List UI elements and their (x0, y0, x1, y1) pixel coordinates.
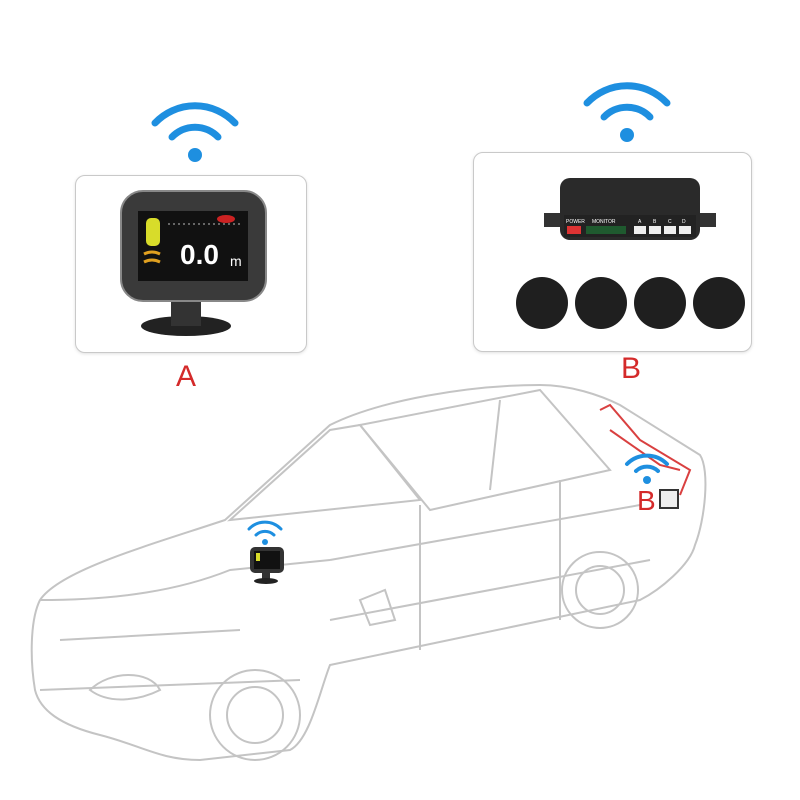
mirror (358, 588, 397, 627)
sensor (575, 277, 627, 329)
front-wheel (209, 669, 301, 761)
distance-unit: m (230, 253, 242, 269)
display-unit-panel: 0.0 m (75, 175, 307, 353)
side-windows (358, 388, 612, 512)
svg-text:C: C (668, 219, 672, 225)
hood-line (39, 559, 331, 601)
dashboard-display (250, 547, 284, 584)
distance-readout: 0.0 (180, 239, 219, 270)
wiring (599, 403, 692, 496)
sensor-kit-panel: POWER MONITOR A B C D (473, 152, 752, 352)
bumper (39, 629, 301, 691)
wifi-icon (625, 453, 669, 484)
svg-text:B: B (653, 219, 657, 225)
label-b: B (621, 352, 642, 385)
car-body (30, 383, 707, 762)
wifi-icon (247, 520, 283, 545)
sensor (693, 277, 745, 329)
headlight (88, 674, 162, 701)
sensor (634, 277, 686, 329)
display-unit: 0.0 m (120, 190, 267, 336)
label-b-on-car: B (637, 485, 656, 516)
svg-text:MONITOR: MONITOR (592, 219, 616, 225)
control-box-on-car (659, 489, 679, 509)
wifi-icon (583, 82, 671, 142)
parking-sensors (516, 277, 745, 329)
svg-text:POWER: POWER (566, 219, 585, 225)
svg-text:A: A (638, 219, 642, 225)
rear-wheel (561, 551, 639, 629)
svg-text:D: D (682, 219, 686, 225)
wifi-icon (151, 102, 239, 162)
sensor (516, 277, 568, 329)
label-a: A (176, 360, 197, 393)
windshield (227, 423, 422, 522)
door-lines (329, 480, 651, 650)
sensor-kit: POWER MONITOR A B C D (516, 178, 745, 329)
